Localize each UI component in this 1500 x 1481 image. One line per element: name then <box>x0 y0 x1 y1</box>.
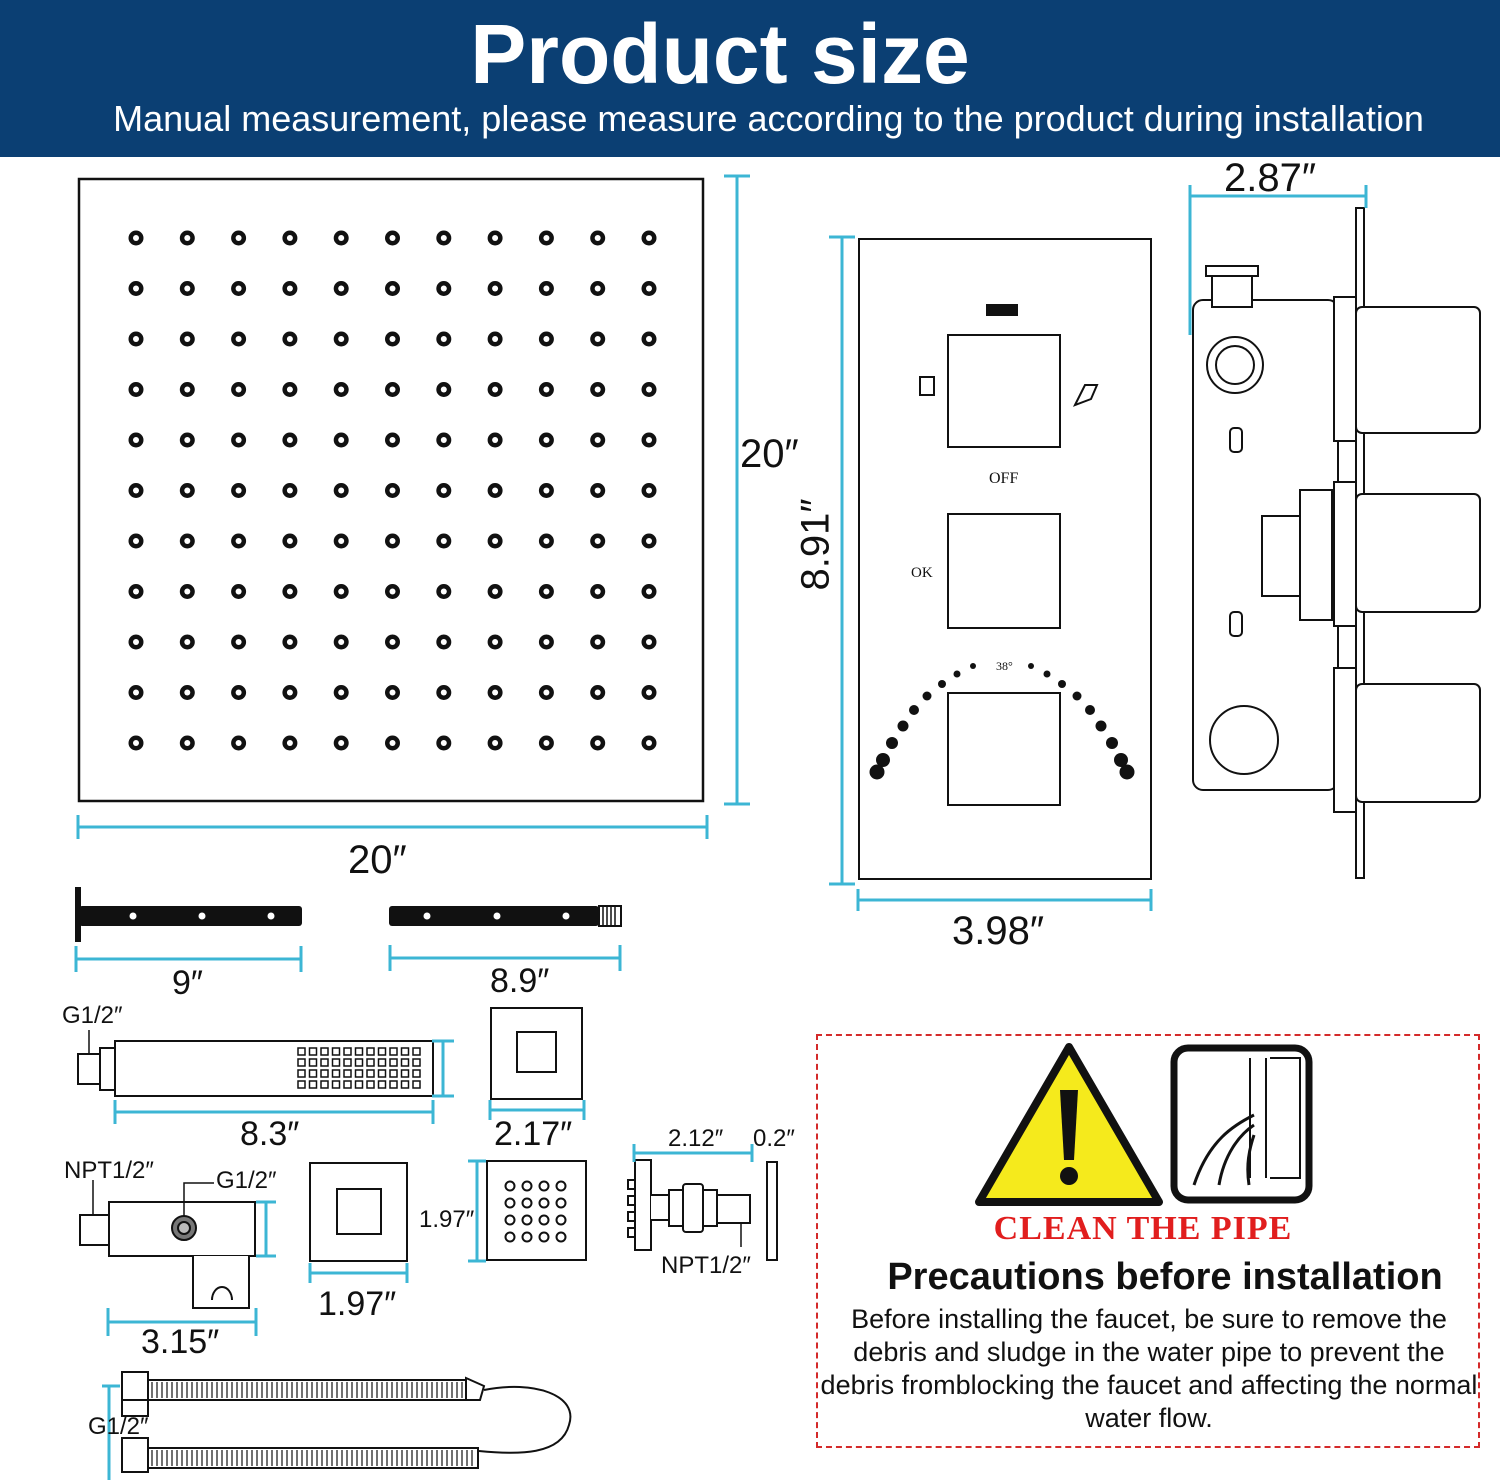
body-jet-side-drawing <box>627 1159 778 1261</box>
valve-side-view-drawing <box>1192 207 1481 879</box>
valve-height-dim-line <box>829 235 855 886</box>
body-jet-height-dim-line <box>468 1159 486 1263</box>
shower-arm-drawing <box>75 887 302 942</box>
square-flange-drawing <box>309 1162 408 1262</box>
body-jet-holes <box>504 1180 567 1243</box>
extension-length-dim-line <box>388 945 622 971</box>
holder-length-dim-line <box>106 1200 276 1336</box>
valve-depth-dim-line <box>1188 185 1368 335</box>
body-jet-front-drawing <box>486 1160 587 1261</box>
extension-length-label: 8.9″ <box>490 962 550 1000</box>
handheld-nozzle-grid <box>297 1047 421 1089</box>
valve-depth-label: 2.87″ <box>1224 156 1317 200</box>
square-flange-width-label: 1.97″ <box>318 1285 397 1323</box>
notice-title: CLEAN THE PIPE <box>993 1210 1293 1247</box>
header-banner: Product size Manual measurement, please … <box>0 0 1500 157</box>
product-drawings <box>74 174 1481 1480</box>
hose-thread-dim-line <box>102 1384 120 1480</box>
wall-holder-drawing <box>79 1201 256 1309</box>
notice-box <box>816 1034 1480 1448</box>
extension-arm-drawing <box>389 905 622 927</box>
rain-shower-head-drawing <box>77 177 705 803</box>
page-title: Product size <box>470 7 970 101</box>
rain-head-nozzles <box>128 230 657 751</box>
valve-temperature-label: 38° <box>996 659 1013 673</box>
valve-width-label: 3.98″ <box>952 909 1045 953</box>
valve-panel-drawing <box>858 238 1152 880</box>
valve-height-label: 8.91″ <box>793 498 838 591</box>
hose-ribs <box>151 1382 473 1466</box>
warning-triangle-icon <box>975 1043 1163 1206</box>
body-jet-thread-label: NPT1/2″ <box>661 1252 751 1279</box>
dirty-pipe-icon <box>1170 1044 1313 1204</box>
rain-head-width-dim-line <box>76 815 709 839</box>
hose-thread-label: G1/2″ <box>88 1413 149 1440</box>
holder-inlet-thread-label: NPT1/2″ <box>64 1157 154 1184</box>
square-flange-dim-line <box>308 1263 409 1283</box>
handheld-thread-label: G1/2″ <box>62 1002 123 1029</box>
body-jet-length-dim-line <box>632 1144 754 1162</box>
notice-heading: Precautions before installation <box>887 1256 1443 1298</box>
arm-length-dim-line <box>74 946 303 972</box>
flange-width-dim-line <box>488 1100 586 1120</box>
shower-hose-drawing <box>121 1371 572 1473</box>
rain-head-height-label: 20″ <box>740 432 799 476</box>
body-jet-height-label: 1.97″ <box>419 1206 475 1233</box>
holder-length-label: 3.15″ <box>141 1323 220 1361</box>
handheld-length-dim-line <box>113 1039 454 1124</box>
flange-drawing <box>490 1007 583 1100</box>
temperature-dial-dots <box>869 663 1135 780</box>
notice-body: Before installing the faucet, be sure to… <box>820 1304 1478 1433</box>
valve-off-label: OFF <box>989 470 1019 487</box>
rain-head-width-label: 20″ <box>348 838 407 882</box>
handheld-length-label: 8.3″ <box>240 1115 300 1153</box>
flange-width-label: 2.17″ <box>494 1115 573 1153</box>
body-jet-plate-label: 0.2″ <box>753 1125 795 1152</box>
valve-ok-label: OK <box>911 565 933 581</box>
valve-width-dim-line <box>856 889 1153 911</box>
holder-outlet-thread-label: G1/2″ <box>216 1167 277 1194</box>
page-subtitle: Manual measurement, please measure accor… <box>113 98 1424 139</box>
rain-head-height-dim-line <box>724 174 750 806</box>
body-jet-length-label: 2.12″ <box>668 1125 724 1152</box>
arm-length-label: 9″ <box>172 964 203 1002</box>
